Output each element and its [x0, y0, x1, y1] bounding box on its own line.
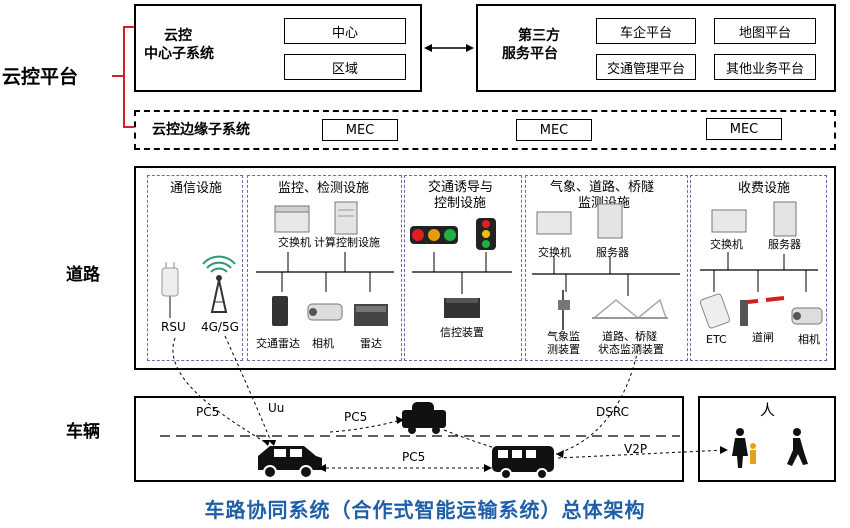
mec-3: MEC: [706, 118, 782, 140]
toll-server-label: 服务器: [768, 238, 801, 251]
server-icon-weather: [597, 203, 623, 239]
comm-title: 通信设施: [170, 181, 223, 196]
switch-icon-toll: [711, 209, 747, 233]
monitor-camera-label: 相机: [312, 337, 334, 350]
person-box: [698, 396, 836, 482]
switch-icon-monitor: [274, 205, 310, 233]
switch-icon-weather: [536, 211, 572, 235]
toll-switch-label: 交换机: [710, 238, 743, 251]
center-subsystem-box: 云控 中心子系统 中心 区域: [134, 4, 422, 92]
third-title-1: 第三方: [518, 28, 560, 44]
barrier-gate-icon: [740, 296, 785, 326]
signal-controller-icon: [444, 298, 480, 318]
diagram-caption: 车路协同系统（合作式智能运输系统）总体架构: [204, 498, 646, 522]
group-monitor: [247, 175, 402, 361]
group-weather: [525, 175, 688, 361]
monitor-compute-label: 计算控制设施: [314, 236, 380, 249]
center-title-2: 中心子系统: [144, 46, 214, 62]
traffic-light-horizontal-icon: [410, 226, 458, 244]
camera-icon-toll: [791, 307, 823, 325]
rsu-label: RSU: [161, 320, 186, 334]
monitor-title: 监控、检测设施: [278, 181, 370, 196]
weather-title-1: 气象、道路、桥隧: [550, 180, 655, 195]
third-item-oem: 车企平台: [596, 18, 696, 44]
pedestrian-walking-icon: [787, 428, 808, 466]
cellular-label: 4G/5G: [201, 320, 239, 334]
radar-label: 雷达: [360, 337, 382, 350]
center-title-1: 云控: [164, 28, 192, 44]
edge-title: 云控边缘子系统: [152, 122, 250, 138]
link-pc5-c: PC5: [402, 450, 426, 464]
signal-controller-label: 信控装置: [440, 326, 484, 339]
link-uu: Uu: [268, 401, 285, 415]
third-party-box: 第三方 服务平台 车企平台 地图平台 交通管理平台 其他业务平台: [476, 4, 836, 92]
center-item-center: 中心: [284, 18, 406, 44]
link-pc5-a: PC5: [196, 405, 220, 419]
third-item-traffic: 交通管理平台: [596, 54, 696, 80]
person-label: 人: [760, 401, 776, 419]
pedestrian-family-icon: [732, 428, 756, 468]
group-comm: [147, 175, 243, 361]
toll-title: 收费设施: [738, 181, 791, 196]
group-guide: [404, 175, 522, 361]
link-v2p: V2P: [624, 442, 648, 456]
server-icon-monitor: [334, 201, 358, 235]
etc-label: ETC: [706, 333, 727, 346]
weather-server-label: 服务器: [596, 246, 629, 259]
camera-icon-monitor: [307, 303, 343, 321]
bridge-device-label-1: 道路、桥隧: [602, 330, 657, 343]
toll-camera-label: 相机: [798, 333, 820, 346]
road-label: 道路: [66, 265, 100, 285]
road-box: [134, 166, 836, 370]
car-icon: [258, 446, 322, 479]
third-item-map: 地图平台: [714, 18, 816, 44]
traffic-radar-icon: [272, 296, 288, 326]
weather-station-icon: [558, 290, 570, 330]
bridge-device-label-2: 状态监测装置: [598, 343, 664, 356]
weather-device-label-1: 气象监: [547, 330, 580, 343]
mec-2: MEC: [516, 119, 592, 141]
bridge-monitor-icon: [592, 298, 668, 319]
weather-switch-label: 交换机: [538, 246, 571, 259]
etc-icon: [699, 293, 731, 329]
link-pc5-b: PC5: [344, 410, 368, 424]
link-dsrc: DSRC: [596, 405, 629, 419]
traffic-light-vertical-icon: [476, 218, 496, 250]
guide-title-1: 交通诱导与: [428, 180, 494, 195]
tower-icon: [202, 255, 236, 313]
traffic-radar-label: 交通雷达: [256, 337, 300, 350]
platform-label: 云控平台: [2, 66, 79, 88]
gate-label: 道闸: [752, 331, 774, 344]
center-item-region: 区域: [284, 54, 406, 80]
edge-subsystem-box: 云控边缘子系统 MEC MEC MEC: [134, 110, 836, 150]
mec-1: MEC: [322, 119, 398, 141]
radar-icon: [354, 304, 388, 326]
monitor-switch-label: 交换机: [278, 236, 311, 249]
guide-title-2: 控制设施: [434, 196, 487, 211]
third-item-other: 其他业务平台: [714, 54, 816, 80]
bus-icon: [492, 446, 554, 480]
weather-device-label-2: 测装置: [547, 343, 580, 356]
mixer-truck-icon: [402, 402, 446, 434]
third-title-2: 服务平台: [502, 46, 558, 62]
group-toll: [690, 175, 827, 361]
server-icon-toll: [773, 201, 797, 237]
rsu-icon: [161, 262, 179, 318]
vehicle-label: 车辆: [66, 422, 100, 442]
